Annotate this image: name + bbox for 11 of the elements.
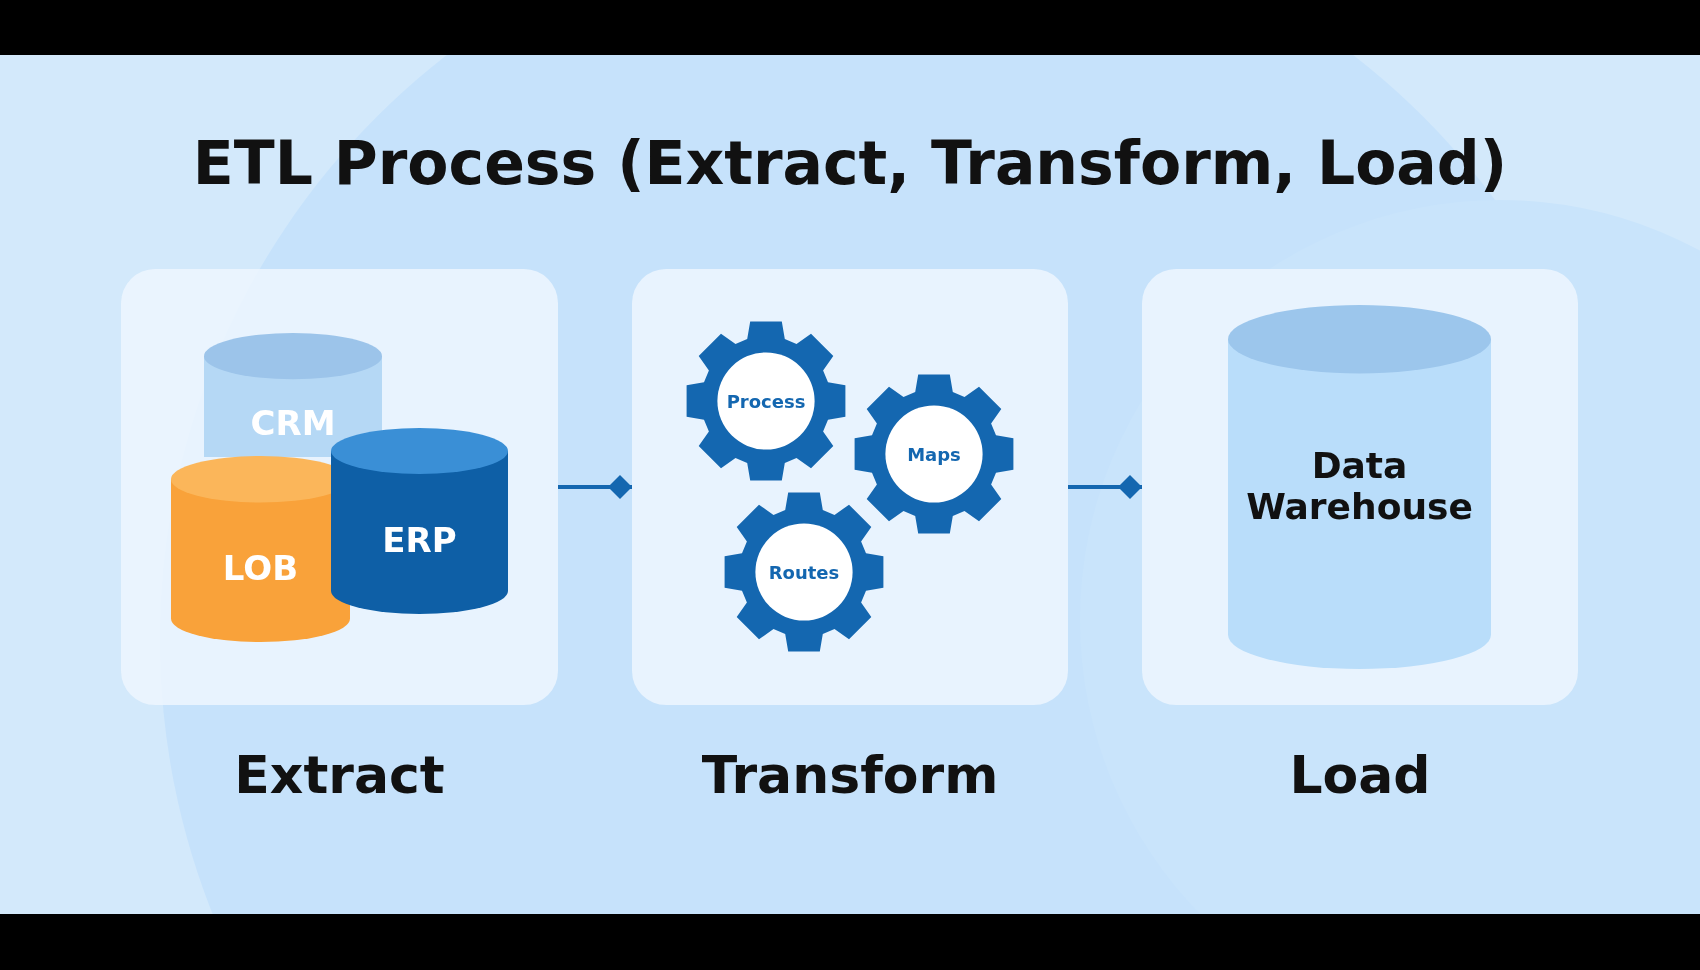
diagram-title: ETL Process (Extract, Transform, Load) xyxy=(191,128,1509,198)
node-label: LOB xyxy=(221,548,300,588)
node-label: Routes xyxy=(767,561,841,583)
stage-label: Load xyxy=(1288,745,1432,805)
node-label: ERP xyxy=(381,520,458,560)
stage-label: Transform xyxy=(700,745,1000,805)
stage-label: Extract xyxy=(233,745,446,805)
node-label: Process xyxy=(725,390,807,412)
node-label: Maps xyxy=(906,443,962,465)
node-label: CRM xyxy=(249,403,337,443)
node-label: Data Warehouse xyxy=(1245,445,1474,527)
